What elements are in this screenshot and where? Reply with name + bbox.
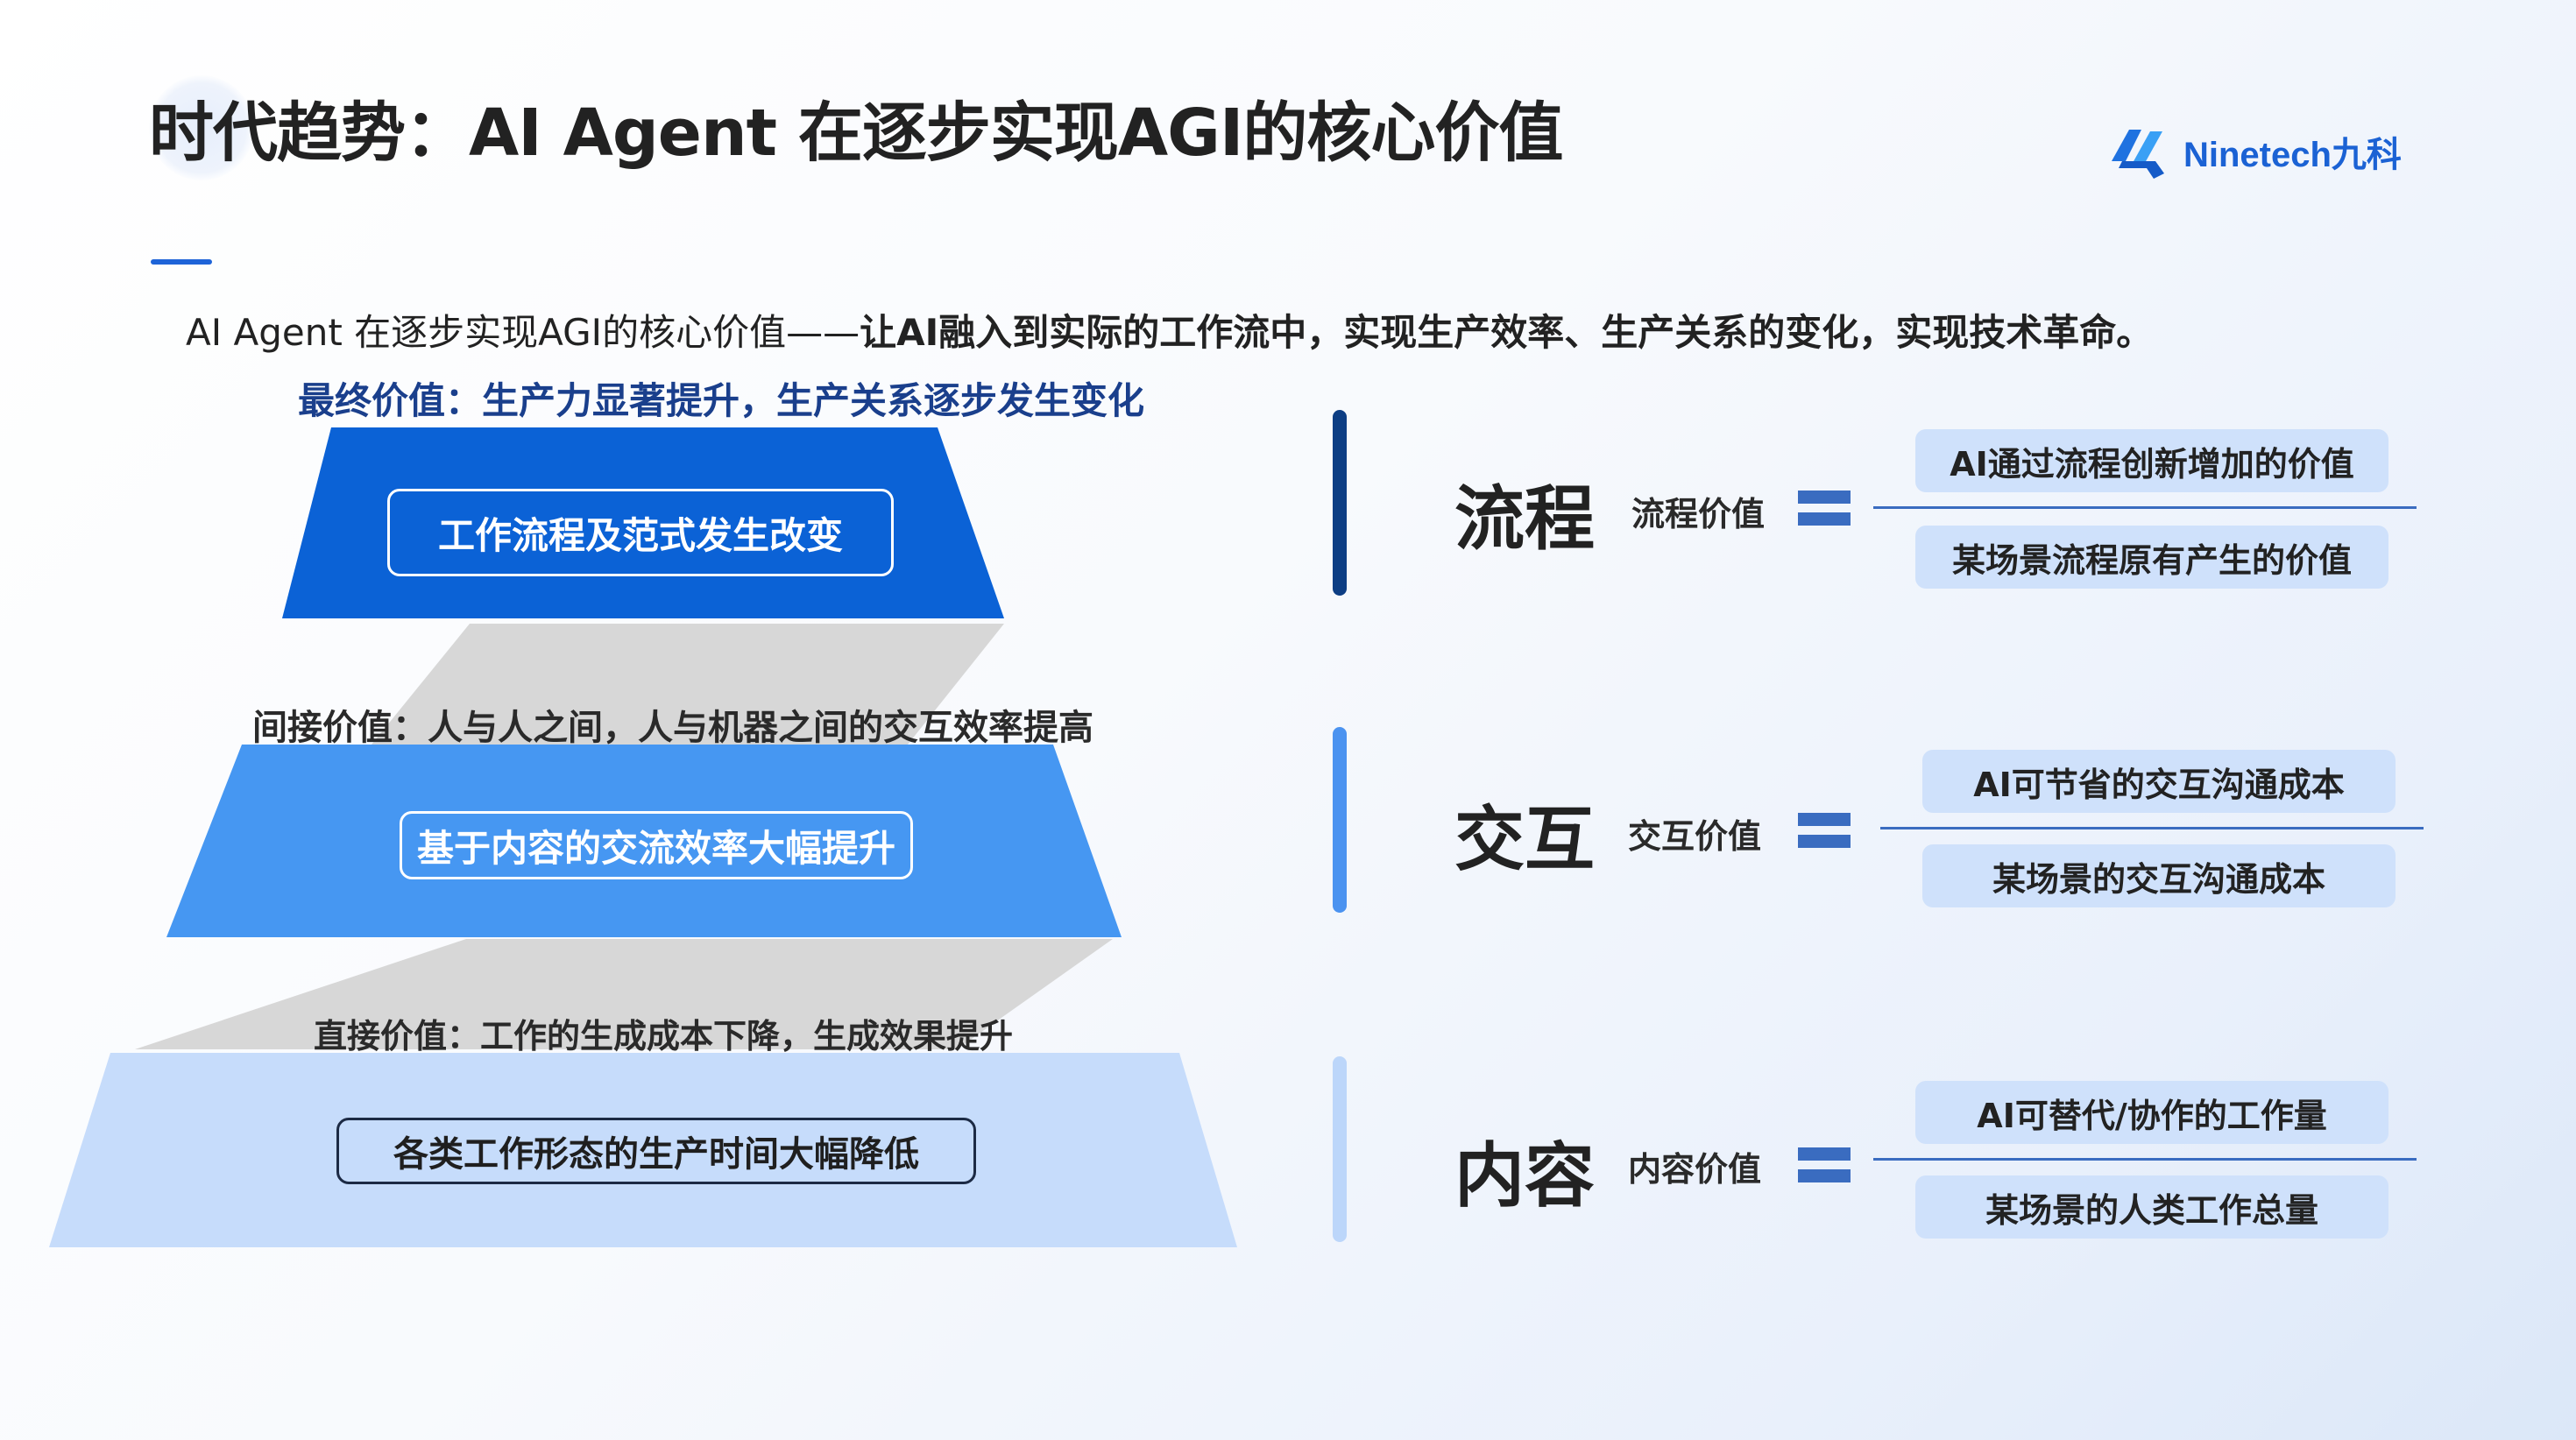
process-ai-value: AI通过流程创新增加的价值 [1915, 429, 2388, 492]
decorative-circle [149, 75, 254, 180]
value-pyramid [49, 427, 1237, 1247]
equals-icon [1798, 1147, 1851, 1182]
indirect-value-label: 间接价值：人与人之间，人与机器之间的交互效率提高 [252, 708, 1093, 748]
interaction-base-value: 某场景的交互沟通成本 [1922, 844, 2396, 907]
content-ai-value: AI可替代/协作的工作量 [1915, 1081, 2388, 1144]
direct-value-label: 直接价值：工作的生成成本下降，生成效果提升 [314, 1017, 1014, 1055]
tier-top-box: 工作流程及范式发生改变 [387, 489, 894, 576]
process-base-value: 某场景流程原有产生的价值 [1915, 526, 2388, 589]
final-value-label: 最终价值：生产力显著提升，生产关系逐步发生变化 [298, 379, 1145, 422]
tier-bot-text: 各类工作形态的生产时间大幅降低 [393, 1134, 919, 1175]
logo-text: Ninetech九科 [2183, 136, 2402, 174]
equals-icon [1798, 491, 1851, 526]
pyramid-tier-top [282, 427, 1004, 618]
content-base-value: 某场景的人类工作总量 [1915, 1175, 2388, 1239]
category-title-interaction: 交互 [1454, 799, 1595, 880]
tier-mid-box: 基于内容的交流效率大幅提升 [400, 811, 913, 879]
category-label-process: 流程价值 [1631, 495, 1766, 533]
subtitle-prefix: AI Agent 在逐步实现AGI的核心价值—— [186, 311, 860, 354]
connector-mid-bot [135, 939, 1113, 1049]
category-label-content: 内容价值 [1628, 1150, 1762, 1189]
ninetech-logo-icon [2112, 130, 2164, 179]
category-title-process: 流程 [1454, 478, 1595, 560]
category-title-content: 内容 [1454, 1135, 1595, 1217]
subtitle-emphasis: 让AI融入到实际的工作流中，实现生产效率、生产关系的变化，实现技术革命。 [860, 311, 2154, 354]
tier-mid-text: 基于内容的交流效率大幅提升 [416, 826, 895, 870]
subtitle: AI Agent 在逐步实现AGI的核心价值——让AI融入到实际的工作流中，实现… [186, 303, 2153, 356]
logo: Ninetech九科 [2106, 121, 2402, 182]
category-bar-content [1333, 1056, 1347, 1242]
equals-icon [1798, 813, 1851, 848]
category-bar-interaction [1333, 727, 1347, 913]
category-bar-process [1333, 410, 1347, 596]
interaction-ai-value: AI可节省的交互沟通成本 [1922, 750, 2396, 813]
page-title: 时代趋势：AI Agent 在逐步实现AGI的核心价值 [149, 95, 1563, 171]
category-label-interaction: 交互价值 [1628, 817, 1762, 856]
title-accent-line [151, 259, 212, 265]
tier-top-text: 工作流程及范式发生改变 [437, 513, 843, 557]
pyramid-tier-bot [49, 1053, 1237, 1247]
pyramid-tier-mid [166, 745, 1122, 937]
tier-bot-box: 各类工作形态的生产时间大幅降低 [336, 1118, 976, 1184]
fraction-line-interaction [1880, 827, 2424, 829]
fraction-line-content [1873, 1158, 2417, 1161]
fraction-line-process [1873, 506, 2417, 509]
connector-top-mid [372, 624, 1004, 745]
